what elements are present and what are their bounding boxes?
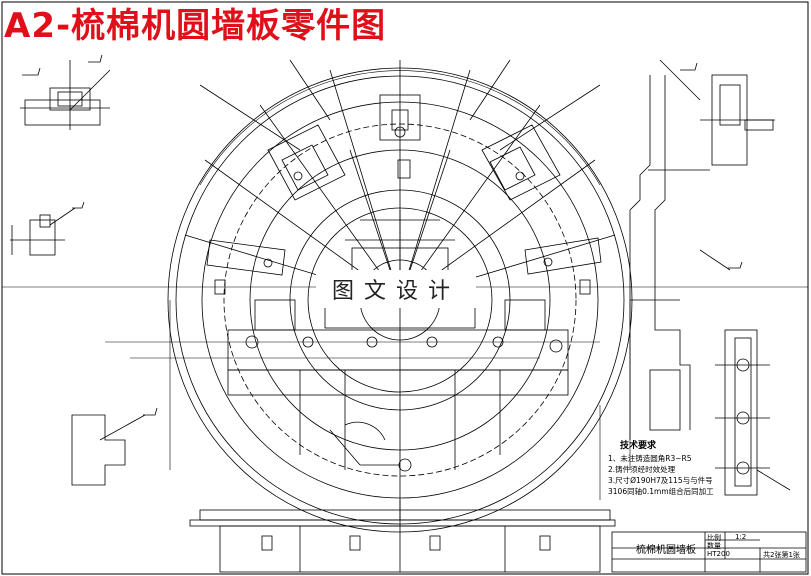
title-block (611, 531, 807, 573)
title-block-sheet: 共2张第1张 (763, 551, 800, 559)
side-view-right (629, 59, 775, 440)
tech-requirement-item: 1、未注铸造圆角R3~R5 (608, 454, 692, 463)
title-block-material: HT200 (707, 550, 730, 558)
detail-view-left-lower (71, 407, 158, 486)
title-block-scale: 1:2 (735, 533, 747, 541)
watermark-label: 图文设计 (316, 270, 476, 308)
title-block-part-name: 梳棉机圆墙板 (636, 545, 696, 556)
technical-requirements: 技术要求 1、未注铸造圆角R3~R5 2.铸件须经时效处理 3.尺寸Ø190H7… (608, 441, 714, 497)
bottom-section-view (189, 500, 616, 573)
title-block-qty-label: 数量 (707, 542, 721, 550)
tech-requirements-heading: 技术要求 (620, 441, 657, 451)
title-block-scale-label: 比例 (707, 534, 721, 542)
detail-view-left-mid (10, 201, 85, 256)
detail-view-top-left (20, 54, 111, 130)
tech-requirement-item: 3.尺寸Ø190H7及115与与件号 (608, 476, 713, 485)
tech-requirement-item: 2.铸件须经时效处理 (608, 465, 676, 474)
drawing-title: A2-梳棉机圆墙板零件图 (4, 6, 387, 46)
tech-requirement-item: 3106同轴0.1mm组合后同加工 (608, 487, 714, 496)
detail-view-right-column (715, 329, 791, 496)
